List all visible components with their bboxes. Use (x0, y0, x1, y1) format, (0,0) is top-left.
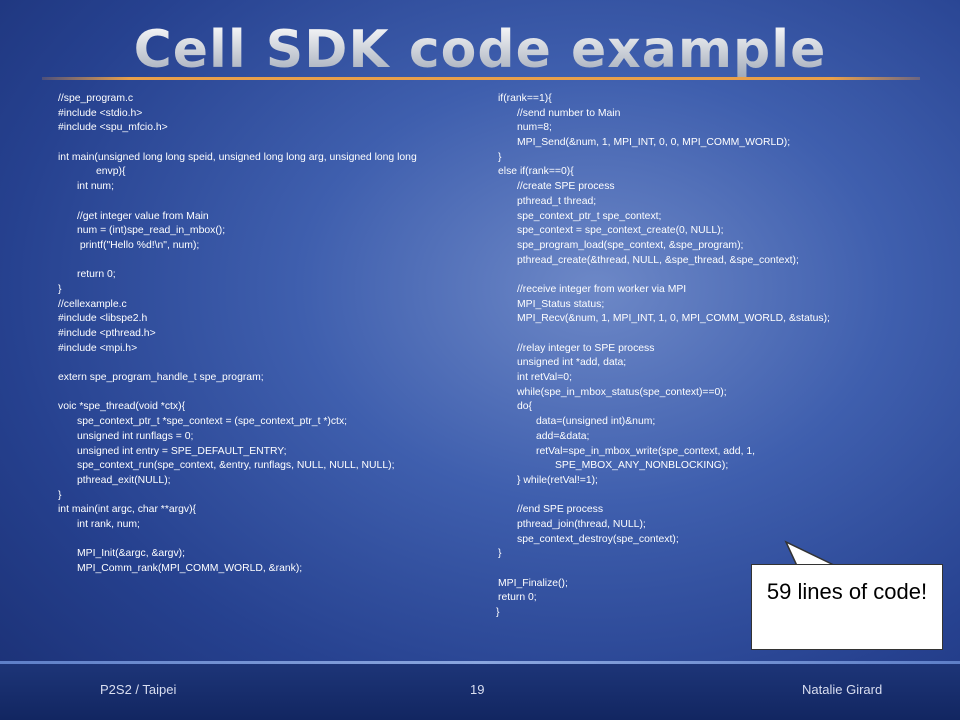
footer-band (0, 664, 960, 720)
code-line: //end SPE process (517, 504, 604, 516)
code-line: num=8; (517, 122, 552, 134)
code-line: #include <libspe2.h (58, 313, 148, 325)
code-line: MPI_Finalize(); (498, 577, 568, 589)
footer-venue: P2S2 / Taipei (100, 682, 177, 697)
code-line: int main(int argc, char **argv){ (58, 504, 197, 516)
code-line: } (498, 151, 502, 163)
code-line: printf("Hello %d!\n", num); (77, 239, 200, 251)
code-line: do{ (517, 401, 533, 413)
code-line: add=&data; (536, 430, 590, 442)
code-line: #include <stdio.h> (58, 107, 143, 119)
code-line: //spe_program.c (58, 93, 134, 104)
code-line: pthread_create(&thread, NULL, &spe_threa… (517, 254, 799, 266)
callout-box: 59 lines of code! (751, 564, 943, 650)
code-line: int retVal=0; (517, 372, 572, 384)
code-line: unsigned int runflags = 0; (77, 430, 194, 442)
code-line: data=(unsigned int)&num; (536, 416, 656, 428)
code-line: //relay integer to SPE process (517, 342, 655, 354)
code-line: spe_program_load(spe_context, &spe_progr… (517, 239, 744, 251)
code-line: //create SPE process (517, 181, 615, 193)
code-line: int num; (77, 181, 114, 193)
title-underline (42, 77, 920, 80)
code-line: while(spe_in_mbox_status(spe_context)==0… (517, 386, 727, 398)
code-line: MPI_Status status; (517, 298, 605, 310)
code-line (498, 489, 918, 504)
code-line: pthread_join(thread, NULL); (517, 518, 646, 530)
code-line (58, 195, 478, 210)
code-line: } (58, 489, 62, 501)
code-block-left: //spe_program.c #include <stdio.h> #includ… (58, 92, 478, 577)
code-line (498, 268, 918, 283)
code-line: MPI_Init(&argc, &argv); (77, 548, 185, 560)
code-line: } (496, 607, 500, 619)
code-line: #include <pthread.h> (58, 328, 156, 339)
code-line: spe_context_destroy(spe_context); (517, 533, 679, 545)
code-line: //cellexample.c (58, 298, 127, 310)
code-line: MPI_Send(&num, 1, MPI_INT, 0, 0, MPI_COM… (517, 137, 791, 149)
code-line: #include <spu_mfcio.h> (58, 122, 168, 134)
code-line: spe_context_ptr_t spe_context; (517, 210, 662, 222)
code-line: num = (int)spe_read_in_mbox(); (77, 225, 226, 237)
code-line: spe_context_run(spe_context, &entry, run… (77, 460, 395, 472)
code-line: int main(unsigned long long speid, unsig… (58, 151, 417, 163)
code-line (498, 327, 918, 342)
code-line (58, 136, 478, 151)
code-line (58, 356, 478, 371)
code-line: spe_context_ptr_t *spe_context = (spe_co… (77, 416, 348, 428)
code-line: } (498, 548, 502, 560)
code-line: envp){ (96, 166, 126, 178)
footer-divider (0, 661, 960, 664)
code-line: } while(retVal!=1); (517, 474, 598, 486)
code-line (58, 533, 478, 548)
code-line: extern spe_program_handle_t spe_program; (58, 372, 264, 384)
code-line: //get integer value from Main (77, 210, 209, 222)
code-line: voic *spe_thread(void *ctx){ (58, 401, 186, 413)
code-line: SPE_MBOX_ANY_NONBLOCKING); (555, 460, 729, 472)
footer-author: Natalie Girard (802, 682, 883, 697)
code-line: else if(rank==0){ (498, 166, 574, 178)
code-line: pthread_exit(NULL); (77, 474, 171, 486)
code-block-right: if(rank==1){ //send number to Main num=8; M… (496, 92, 918, 621)
code-line: unsigned int entry = SPE_DEFAULT_ENTRY; (77, 445, 287, 457)
code-line (58, 254, 478, 269)
callout-text: 59 lines of code! (766, 579, 928, 604)
code-line: } (58, 283, 62, 295)
code-line: unsigned int *add, data; (517, 357, 627, 369)
code-line: int rank, num; (77, 518, 140, 530)
code-line: MPI_Comm_rank(MPI_COMM_WORLD, &rank); (77, 563, 303, 574)
code-line: retVal=spe_in_mbox_write(spe_context, ad… (536, 445, 756, 457)
code-line: spe_context = spe_context_create(0, NULL… (517, 225, 724, 237)
code-line: if(rank==1){ (498, 93, 552, 104)
code-line: return 0; (77, 269, 116, 281)
code-line: #include <mpi.h> (58, 342, 138, 354)
footer-page-number: 19 (470, 682, 485, 697)
slide-title: Cell SDK code example (0, 20, 960, 82)
code-line: //receive integer from worker via MPI (517, 283, 687, 295)
code-line: MPI_Recv(&num, 1, MPI_INT, 1, 0, MPI_COM… (517, 313, 830, 325)
code-line: pthread_t thread; (517, 195, 597, 207)
code-line (58, 386, 478, 401)
code-line: return 0; (498, 592, 537, 604)
code-line: //send number to Main (517, 107, 621, 119)
